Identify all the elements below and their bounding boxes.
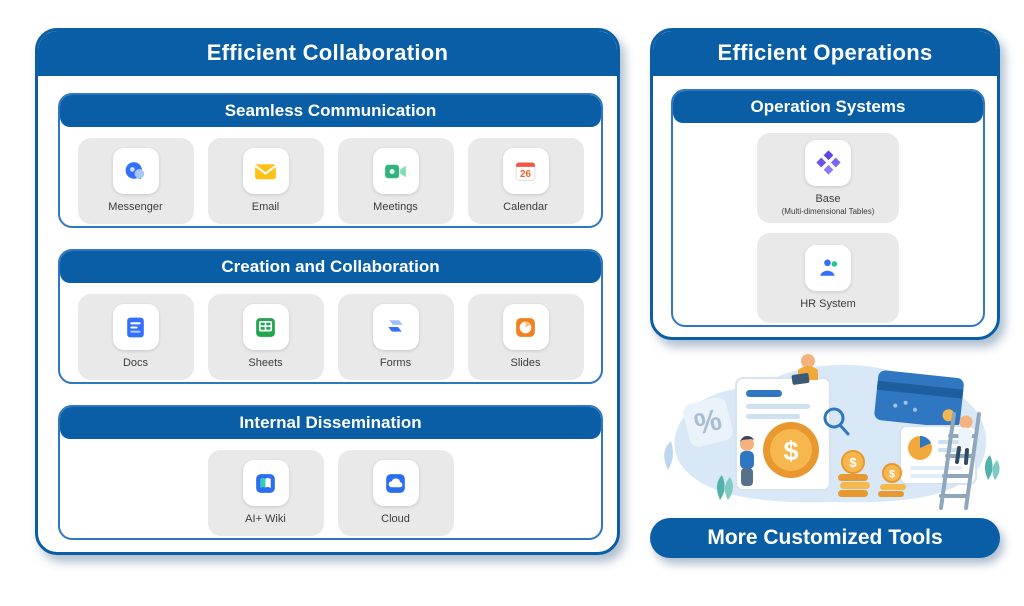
svg-text:$: $ xyxy=(889,469,895,481)
app-label: Cloud xyxy=(381,513,410,526)
plant-right xyxy=(984,455,1000,480)
base-icon xyxy=(805,139,851,186)
messenger-icon xyxy=(112,148,159,195)
standing-person xyxy=(740,435,754,486)
app-card-forms: Forms xyxy=(337,294,454,380)
efficient-operations-panel: Efficient Operations Operation Systems B… xyxy=(650,28,1000,340)
app-label: Slides xyxy=(510,357,541,370)
section-title: Creation and Collaboration xyxy=(60,251,601,283)
svg-text:26: 26 xyxy=(520,169,531,180)
app-label: AI+ Wiki xyxy=(245,513,286,526)
calendar-icon: 26 xyxy=(502,148,549,195)
app-card-slides: Slides xyxy=(467,294,584,380)
more-customized-tools-banner: More Customized Tools xyxy=(650,518,1000,558)
efficient-collaboration-panel: Efficient Collaboration Seamless Communi… xyxy=(35,28,620,555)
app-label: Sheets xyxy=(248,357,283,370)
meetings-icon xyxy=(372,148,419,195)
panel-title: Efficient Operations xyxy=(653,31,997,76)
app-card-docs: Docs xyxy=(77,294,194,380)
docs-icon xyxy=(112,304,159,351)
card-row: Messenger Email xyxy=(60,127,601,226)
card-row: Docs Sheets xyxy=(60,283,601,382)
section-seamless-communication: Seamless Communication Messenger xyxy=(58,93,603,228)
app-card-email: Email xyxy=(207,138,324,224)
app-label: Forms xyxy=(379,357,412,370)
email-icon xyxy=(242,148,289,195)
hr-system-icon xyxy=(805,245,851,292)
credit-card xyxy=(874,370,964,428)
finance-illustration: % $ xyxy=(648,348,1002,514)
card-row: AI+ Wiki Cloud xyxy=(60,439,601,538)
coin-stack-large: $ xyxy=(838,450,870,497)
app-label: Calendar xyxy=(503,201,548,214)
svg-text:$: $ xyxy=(783,436,798,466)
climbing-person xyxy=(955,415,973,465)
section-title: Operation Systems xyxy=(673,91,983,123)
cloud-icon xyxy=(372,460,419,507)
app-sublabel: (Multi-dimensional Tables) xyxy=(781,207,875,217)
percent-tile: % xyxy=(683,397,733,447)
app-label: Docs xyxy=(122,357,149,370)
banner-label: More Customized Tools xyxy=(707,526,943,549)
wiki-icon xyxy=(242,460,289,507)
sitting-person xyxy=(791,354,818,385)
app-label: Meetings xyxy=(373,201,418,214)
app-card-wiki: AI+ Wiki xyxy=(207,450,324,536)
section-internal-dissemination: Internal Dissemination AI+ Wiki xyxy=(58,405,603,540)
app-card-base: Base (Multi-dimensional Tables) xyxy=(757,133,899,223)
app-label: Messenger xyxy=(108,201,163,214)
sheets-icon xyxy=(242,304,289,351)
slides-icon xyxy=(502,304,549,351)
forms-icon xyxy=(372,304,419,351)
app-label: HR System xyxy=(800,298,856,311)
app-card-cloud: Cloud xyxy=(337,450,454,536)
app-label: Base xyxy=(815,192,841,205)
section-title: Seamless Communication xyxy=(60,95,601,127)
section-title: Internal Dissemination xyxy=(60,407,601,439)
svg-text:$: $ xyxy=(849,455,857,470)
coin-stack-small: $ xyxy=(878,463,906,497)
section-operation-systems: Operation Systems Base (Multi-dimensiona… xyxy=(671,89,985,327)
app-card-meetings: Meetings xyxy=(337,138,454,224)
section-creation-collaboration: Creation and Collaboration Docs xyxy=(58,249,603,384)
app-card-messenger: Messenger xyxy=(77,138,194,224)
app-label: Email xyxy=(251,201,280,214)
card-grid: Base (Multi-dimensional Tables) HR Syste… xyxy=(673,123,983,325)
plant-left xyxy=(716,475,734,500)
app-card-calendar: 26 Calendar xyxy=(467,138,584,224)
panel-title: Efficient Collaboration xyxy=(38,31,617,76)
chart-card xyxy=(899,425,977,485)
app-card-sheets: Sheets xyxy=(207,294,324,380)
app-card-hr-system: HR System xyxy=(757,233,899,323)
